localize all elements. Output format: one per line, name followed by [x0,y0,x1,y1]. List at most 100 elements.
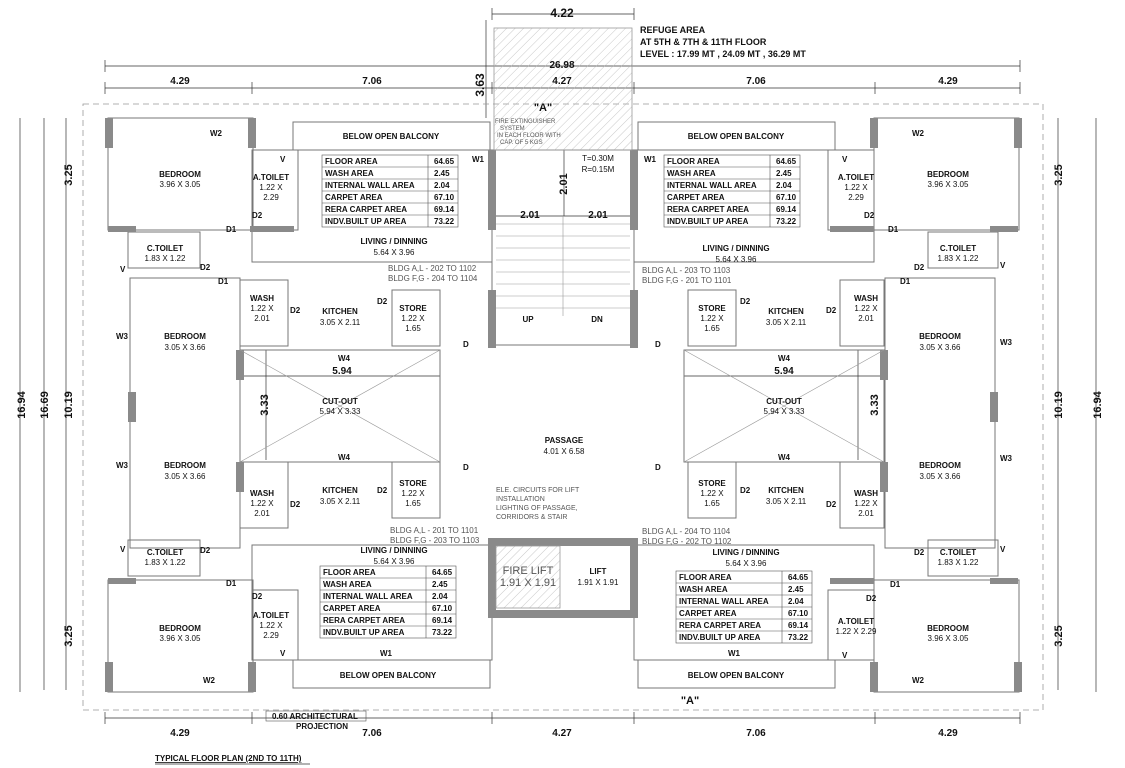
store-dim: 1.65 [405,499,421,508]
tag-w2: W2 [912,129,925,138]
area-row-label: FLOOR AREA [323,568,376,577]
wash-dim: 2.01 [254,314,270,323]
area-row-label: INTERNAL WALL AREA [323,592,413,601]
bedroom-label: BEDROOM [159,170,201,179]
cutout-label: CUT-OUT [322,397,358,406]
tag-d2: D2 [740,297,751,306]
tag-w3: W3 [116,461,129,470]
tag-d: D [655,340,661,349]
bedroom-label: BEDROOM [164,332,206,341]
dim-3-63: 3.63 [473,73,487,97]
c-toilet-label: C.TOILET [940,244,976,253]
c-toilet-dim: 1.83 X 1.22 [145,254,186,263]
stair-up: UP [522,315,534,324]
c-toilet-dim: 1.83 X 1.22 [145,558,186,567]
tag-d2: D2 [377,297,388,306]
living-label: LIVING / DINNING [702,244,769,253]
bldg-tl-2: BLDG F,G - 204 TO 1104 [388,274,478,283]
ele-2: INSTALLATION [496,496,545,503]
area-row-value: 2.04 [788,597,804,606]
area-row-label: INDV.BUILT UP AREA [667,217,749,226]
store-label: STORE [399,479,427,488]
dim-5-94: 5.94 [332,366,352,377]
dim-16-94: 16.94 [16,390,28,418]
area-row-label: WASH AREA [667,169,716,178]
tag-d1: D1 [218,277,229,286]
a-toilet-dim: 2.29 [848,193,864,202]
stair-treads [496,216,630,316]
area-row-value: 69.14 [788,621,809,630]
area-row-value: 67.10 [434,193,455,202]
dim-16-94: 16.94 [1092,390,1104,418]
bldg-notes: BLDG A,L - 202 TO 1102 BLDG F,G - 204 TO… [388,264,732,546]
tag-d2: D2 [914,263,925,272]
dim-overall-26-98: 26.98 [549,60,574,71]
wash-label: WASH [250,489,274,498]
area-row-label: WASH AREA [325,169,374,178]
bedroom-dim: 3.05 X 3.66 [165,472,206,481]
living-dim: 5.64 X 3.96 [716,255,757,264]
dimension-labels: 4.22 26.98 4.29 7.06 4.27 7.06 4.29 4.29… [16,6,1104,739]
arch-projection-1: 0.60 ARCHITECTURAL [272,712,358,721]
bldg-tl-1: BLDG A,L - 202 TO 1102 [388,264,477,273]
area-row-label: INDV.BUILT UP AREA [323,628,405,637]
c-toilet-dim: 1.83 X 1.22 [938,558,979,567]
area-row-label: INTERNAL WALL AREA [667,181,757,190]
store-dim: 1.65 [704,324,720,333]
refuge-line-2: AT 5TH & 7TH & 11TH FLOOR [640,37,767,47]
riser: R=0.15M [582,165,615,174]
core-labels: "A" FIRE EXTINGUISHER SYSTEM IN EACH FLO… [495,102,699,707]
tag-d2: D2 [252,211,263,220]
living-label: LIVING / DINNING [712,548,779,557]
bldg-br-2: BLDG F,G - 202 TO 1102 [642,537,732,546]
cutout-dim: 5.94 X 3.33 [764,407,805,416]
living-label: LIVING / DINNING [360,546,427,555]
section-a-bottom: "A" [681,695,699,707]
fire-lift-dim: 1.91 X 1.91 [500,577,556,589]
area-row-value: 2.45 [776,169,792,178]
dim-4-27: 4.27 [552,728,572,739]
kitchen-label: KITCHEN [322,486,358,495]
fire-ext-3: IN EACH FLOOR WITH [497,133,561,139]
tag-v: V [1000,545,1006,554]
dim-5-94: 5.94 [774,366,794,377]
living-dim: 5.64 X 3.96 [374,248,415,257]
bedroom-dim: 3.05 X 3.66 [920,472,961,481]
store-dim: 1.22 X [700,489,724,498]
a-toilet-dim: 1.22 X 2.29 [836,627,877,636]
bldg-tr-2: BLDG F,G - 201 TO 1101 [642,276,732,285]
a-toilet-label: A.TOILET [253,173,289,182]
passage-dim: 4.01 X 6.58 [544,447,585,456]
area-row-value: 2.45 [434,169,450,178]
bedroom-label: BEDROOM [919,332,961,341]
area-row-label: CARPET AREA [323,604,381,613]
tag-w3: W3 [116,332,129,341]
bedroom-label: BEDROOM [919,461,961,470]
balcony-top-left: BELOW OPEN BALCONY [343,132,440,141]
area-row-label: RERA CARPET AREA [667,205,749,214]
bedroom-dim: 3.96 X 3.05 [160,180,201,189]
tag-d2: D2 [914,548,925,557]
cutout-dim: 5.94 X 3.33 [320,407,361,416]
wash-dim: 1.22 X [854,304,878,313]
a-toilet-dim: 2.29 [263,193,279,202]
room-labels: BEDROOM 3.96 X 3.05 BEDROOM 3.96 X 3.05 … [145,170,979,643]
store-label: STORE [399,304,427,313]
arch-projection-2: PROJECTION [296,722,348,731]
bldg-br-1: BLDG A,L - 204 TO 1104 [642,527,731,536]
kitchen-dim: 3.05 X 2.11 [766,318,807,327]
fire-ext-1: FIRE EXTINGUISHER [495,119,556,125]
dim-4-29: 4.29 [938,76,958,87]
ele-4: CORRIDORS & STAIR [496,514,567,521]
tag-d: D [463,340,469,349]
c-toilet-label: C.TOILET [147,244,183,253]
tag-w2: W2 [210,129,223,138]
tag-w3: W3 [1000,454,1013,463]
a-toilet-label: A.TOILET [253,611,289,620]
balcony-bottom-right: BELOW OPEN BALCONY [688,671,785,680]
bedroom-label: BEDROOM [927,170,969,179]
bedroom-dim: 3.05 X 3.66 [920,343,961,352]
kitchen-dim: 3.05 X 2.11 [320,497,361,506]
store-dim: 1.22 X [401,489,425,498]
wash-dim: 2.01 [858,314,874,323]
